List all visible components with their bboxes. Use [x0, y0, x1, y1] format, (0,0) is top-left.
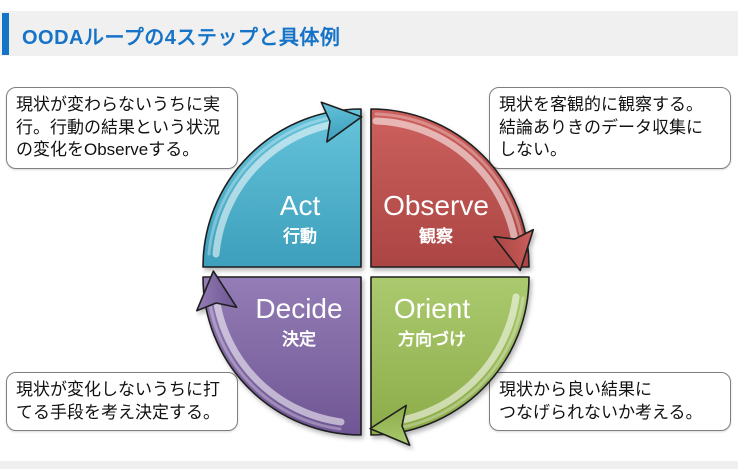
act-sublabel: 行動 [282, 226, 317, 246]
decide-to-act-arrow-icon [195, 270, 238, 312]
quadrant-observe: Observe 観察 [370, 108, 535, 272]
page-title: OODAループの4ステップと具体例 [22, 27, 341, 49]
observe-label: Observe [383, 190, 489, 221]
bottom-strip [0, 461, 738, 469]
callout-act: 現状が変わらないうちに実 行。行動の結果という状況 の変化をObserveする。 [6, 87, 238, 169]
callout-orient: 現状から良い結果に つなげられないか考える。 [489, 372, 731, 432]
observe-sublabel: 観察 [419, 226, 454, 246]
callout-observe: 現状を客観的に観察する。 結論ありきのデータ収集に しない。 [489, 87, 731, 169]
act-wedge [202, 108, 362, 268]
decide-sublabel: 決定 [282, 329, 316, 349]
act-to-observe-arrow-icon [320, 101, 363, 143]
act-label: Act [280, 190, 321, 221]
orient-to-decide-arrow-icon [369, 404, 411, 447]
decide-label: Decide [255, 293, 342, 324]
quadrant-decide: Decide 決定 [195, 270, 362, 436]
quadrant-act: Act 行動 [202, 101, 363, 268]
observe-to-orient-arrow-icon [493, 228, 535, 272]
callout-decide: 現状が変化しないうちに打 てる手段を考え決定する。 [6, 372, 238, 432]
header-band [0, 11, 738, 56]
orient-sublabel: 方向づけ [398, 329, 466, 349]
observe-wedge [370, 108, 530, 268]
quadrant-orient: Orient 方向づけ [369, 276, 530, 447]
orient-label: Orient [394, 293, 470, 324]
header-accent-bar [2, 13, 9, 55]
ooda-cycle-diagram: Act 行動 Observe 観察 Orient 方向づけ Decide 決定 [195, 101, 535, 447]
